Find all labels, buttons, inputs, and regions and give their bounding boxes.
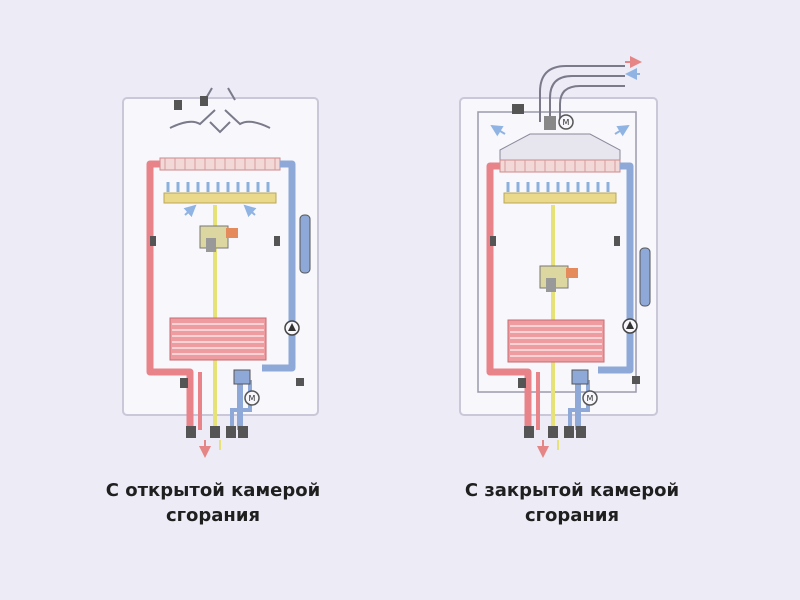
- caption-line-1: С открытой камерой: [105, 480, 321, 501]
- svg-text:M: M: [563, 118, 570, 127]
- sensor-icon: [174, 96, 208, 110]
- svg-text:M: M: [587, 394, 594, 403]
- fan-icon: M: [544, 114, 574, 130]
- return-pipe: [262, 160, 296, 372]
- caption-line-1: С закрытой камерой: [464, 480, 680, 501]
- pump-icon: [284, 320, 300, 336]
- svg-text:M: M: [249, 394, 256, 403]
- expansion-tank-icon: [299, 214, 311, 274]
- primary-heat-exchanger: [159, 157, 281, 171]
- air-arrow: [614, 124, 630, 137]
- return-pipe: [598, 162, 634, 374]
- pipe-connectors: [524, 426, 586, 458]
- closed-chamber-boiler: M: [459, 56, 658, 458]
- hot-water-pipe: [486, 162, 532, 430]
- pump-icon: [622, 318, 638, 334]
- caption-line-2: сгорания: [524, 505, 620, 526]
- closed-chamber-caption: С закрытой камерой сгорания: [422, 478, 722, 528]
- secondary-heat-exchanger: [169, 317, 267, 361]
- motor-valve-icon: M: [571, 369, 598, 406]
- coaxial-flue: [539, 65, 625, 122]
- burner: [503, 182, 617, 204]
- gas-valve-icon: [199, 225, 238, 252]
- sensor-icon: [150, 236, 304, 388]
- air-arrow: [490, 124, 506, 137]
- hot-water-pipe: [146, 160, 194, 430]
- burner: [163, 182, 277, 204]
- motor-valve-icon: M: [233, 369, 260, 406]
- gas-valve-icon: [539, 265, 578, 292]
- sensor-icon: [512, 104, 524, 114]
- primary-heat-exchanger: [499, 159, 621, 173]
- expansion-tank-icon: [639, 247, 651, 307]
- open-chamber-caption: С открытой камерой сгорания: [63, 478, 363, 528]
- air-arrow: [183, 204, 197, 218]
- caption-line-2: сгорания: [165, 505, 261, 526]
- air-arrow: [243, 204, 257, 218]
- open-chamber-boiler: M: [122, 87, 319, 458]
- pipe-connectors: [186, 426, 248, 458]
- sensor-icon: [490, 236, 640, 388]
- sealed-chamber: [477, 111, 637, 393]
- secondary-heat-exchanger: [507, 319, 605, 363]
